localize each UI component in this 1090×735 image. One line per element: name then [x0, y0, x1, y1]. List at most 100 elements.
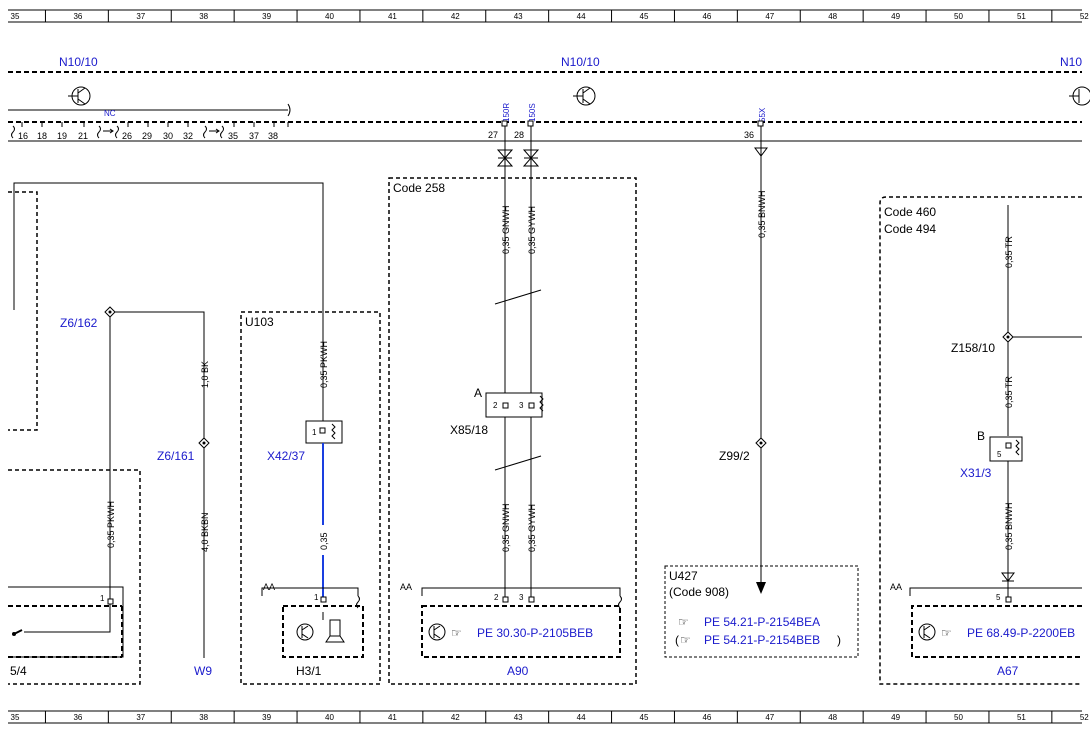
- connector-z99-2: Z99/2: [719, 449, 750, 463]
- grid-number: 44: [577, 12, 586, 21]
- component-w9: W9: [194, 664, 212, 678]
- wire-pkwh-left: 0,35 PKWH: [106, 501, 116, 548]
- grid-number: 35: [11, 713, 20, 722]
- grid-number: 38: [199, 713, 208, 722]
- left-wiring: Z6/162 Z6/161 1,0 BK 0,35 PKWH 4,0 BKBN …: [8, 182, 324, 685]
- grid-number: 41: [388, 12, 397, 21]
- grid-number: 48: [828, 12, 837, 21]
- component-a90: A90: [507, 664, 529, 678]
- grid-number: 50: [954, 12, 963, 21]
- pin-36: 36: [744, 130, 754, 140]
- wire-bnwh: 0,35 BNWH: [757, 190, 767, 238]
- paren: ): [837, 633, 841, 647]
- code460-block: Code 460 Code 494 0,35 TR Z158/10 0,35 T…: [879, 196, 1082, 685]
- grid-number: 52: [1080, 713, 1089, 722]
- paren: (: [675, 633, 679, 647]
- buzzer-icon: [322, 612, 345, 643]
- pin-label: 18: [37, 131, 47, 141]
- code258-label: Code 258: [393, 181, 445, 195]
- grid-number: 47: [765, 12, 774, 21]
- grid-number: 51: [1017, 12, 1026, 21]
- u103-label: U103: [245, 315, 274, 329]
- wire-1bk: 1,0 BK: [200, 361, 210, 388]
- component-h3-1: H3/1: [296, 664, 322, 678]
- wire-bnwh-right: 0,35 BNWH: [1004, 502, 1014, 550]
- aa-label: AA: [890, 582, 902, 592]
- connector-z6-161: Z6/161: [157, 449, 195, 463]
- pin-3: 3: [519, 593, 524, 602]
- n10-module-band: N10/10 N10/10 N10 NC 16: [8, 55, 1090, 142]
- grid-number: 42: [451, 12, 460, 21]
- component-5-4: 5/4: [10, 664, 27, 678]
- ecu-label-2: N10/10: [561, 55, 600, 69]
- pe-u427a-link[interactable]: PE 54.21-P-2154BEA: [704, 615, 820, 629]
- u427-block: U427 (Code 908) ☞ PE 54.21-P-2154BEA ( ☞…: [664, 565, 859, 658]
- wire-gnwh-top: 0,35 GNWH: [501, 205, 511, 254]
- wire-gywh-top: 0,35 GYWH: [527, 206, 537, 254]
- signal-150r: 150R: [502, 103, 511, 122]
- pin-2: 2: [494, 593, 499, 602]
- grid-number: 50: [954, 713, 963, 722]
- grid-number: 49: [891, 713, 900, 722]
- grid-number: 37: [136, 12, 145, 21]
- pin-label: 29: [142, 131, 152, 141]
- connector-x85-18: X85/18: [450, 423, 488, 437]
- pin-label: 37: [249, 131, 259, 141]
- grid-number: 36: [73, 12, 82, 21]
- grid-number: 37: [136, 713, 145, 722]
- transistor-icon: [68, 86, 91, 106]
- grid-number: 44: [577, 713, 586, 722]
- ecu-label-3: N10: [1060, 55, 1082, 69]
- aa-label: AA: [263, 582, 275, 592]
- transistor-icon: [918, 623, 936, 641]
- grid-number: 51: [1017, 713, 1026, 722]
- pin-label: 26: [122, 131, 132, 141]
- grid-number: 40: [325, 12, 334, 21]
- wire-gnwh-bottom: 0,35 GNWH: [501, 503, 511, 552]
- grid-number: 42: [451, 713, 460, 722]
- grid-number: 35: [11, 12, 20, 21]
- pin-label: 32: [183, 131, 193, 141]
- connector-z158-10: Z158/10: [951, 341, 995, 355]
- grid-number: 45: [640, 12, 649, 21]
- bnwh-wire: 0,35 BNWH Z99/2: [719, 126, 768, 594]
- wire-tr-top: 0,35 TR: [1004, 236, 1014, 268]
- grid-number: 45: [640, 713, 649, 722]
- pin-label: 21: [78, 131, 88, 141]
- wire-gywh-bottom: 0,35 GYWH: [527, 504, 537, 552]
- x85-a-label: A: [474, 386, 482, 400]
- grid-number: 46: [702, 713, 711, 722]
- pin-3: 3: [519, 401, 524, 410]
- pin-1: 1: [100, 594, 105, 603]
- pe-u427b-link[interactable]: PE 54.21-P-2154BEB: [704, 633, 820, 647]
- grid-number: 39: [262, 713, 271, 722]
- u427-label: U427: [669, 569, 698, 583]
- grid-number: 52: [1080, 12, 1089, 21]
- wire-pkwh-u103: 0,35 PKWH: [319, 341, 329, 388]
- pin-label: 35: [228, 131, 238, 141]
- component-a67: A67: [997, 664, 1019, 678]
- connector-z6-162: Z6/162: [60, 316, 98, 330]
- grid-number: 43: [514, 713, 523, 722]
- pin-28: 28: [514, 130, 524, 140]
- connector-x31-3: X31/3: [960, 466, 992, 480]
- pointing-hand-icon: ☞: [451, 626, 462, 640]
- pe-a90-link[interactable]: PE 30.30-P-2105BEB: [477, 626, 593, 640]
- code494-label: Code 494: [884, 222, 936, 236]
- grid-number: 43: [514, 12, 523, 21]
- pin-2: 2: [493, 401, 498, 410]
- transistor-icon: [1069, 86, 1090, 106]
- pin-5: 5: [997, 450, 1002, 459]
- code460-label: Code 460: [884, 205, 936, 219]
- wire-4bkbn: 4,0 BKBN: [200, 512, 210, 552]
- signal-55x: 55X: [758, 107, 767, 122]
- pin-label: 16: [18, 131, 28, 141]
- grid-number: 49: [891, 12, 900, 21]
- code258-block: Code 258 0,35 GNWH 0,35 GYWH 2 3 A X85/1…: [388, 126, 637, 685]
- code908-label: (Code 908): [669, 585, 729, 599]
- x31-b-label: B: [977, 429, 985, 443]
- grid-number: 48: [828, 713, 837, 722]
- pe-a67-link[interactable]: PE 68.49-P-2200EB: [967, 626, 1075, 640]
